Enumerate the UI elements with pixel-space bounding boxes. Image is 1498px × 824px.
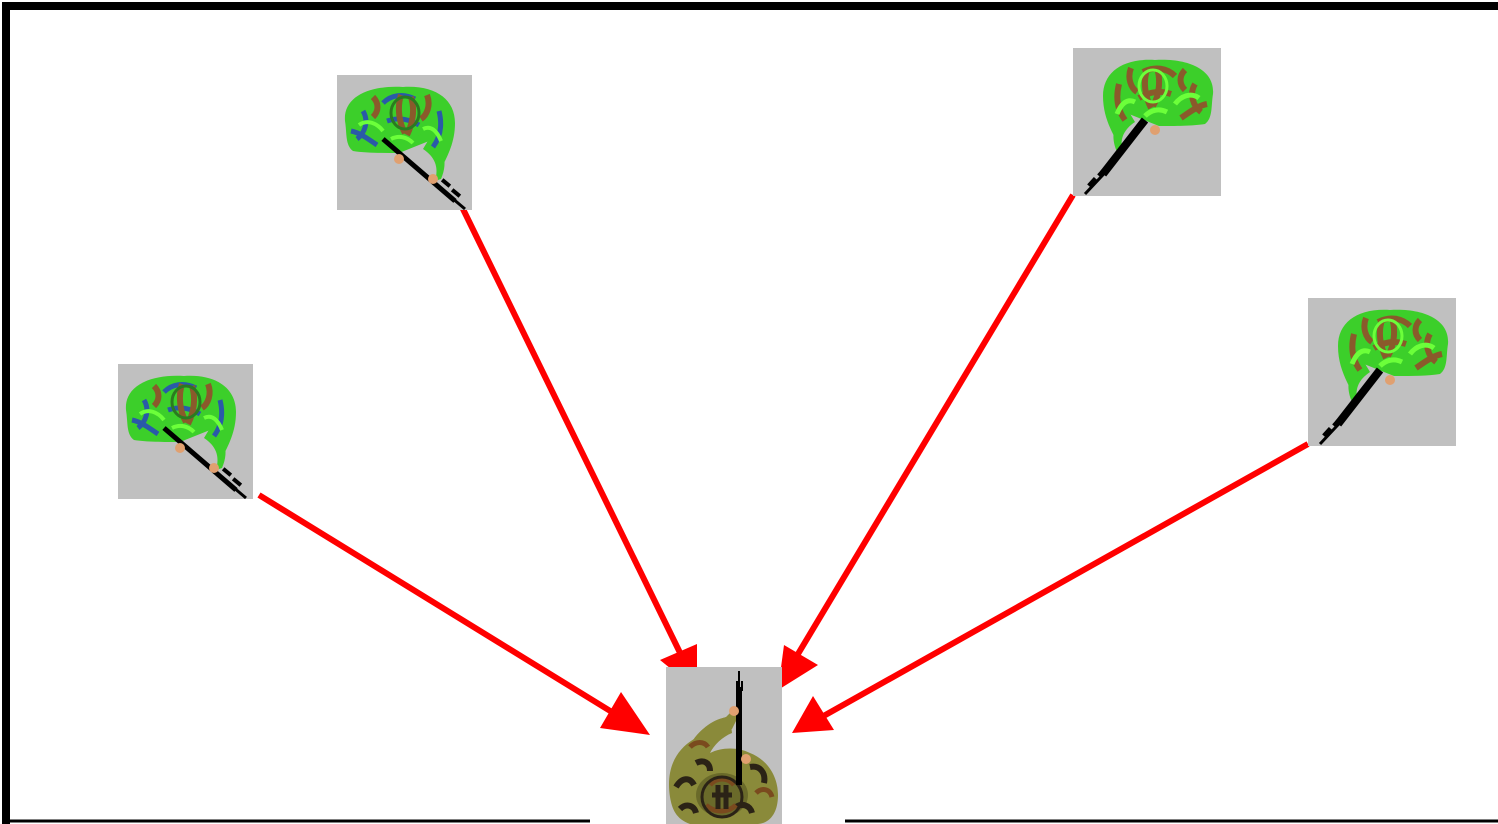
soldier-top-view-icon <box>669 671 778 824</box>
soldier-top-view-icon <box>125 375 247 500</box>
fire-arrows <box>257 193 1310 735</box>
arrow-enemy-2 <box>459 205 697 690</box>
enemy-soldier-1 <box>118 364 253 500</box>
enemy-soldier-4 <box>1308 298 1456 446</box>
arrow-enemy-4 <box>792 441 1310 733</box>
soldier-top-view-icon <box>344 86 466 211</box>
arrow-enemy-3 <box>778 193 1076 690</box>
arrow-enemy-1 <box>257 492 650 735</box>
soldier-top-view-icon <box>1318 309 1449 446</box>
enemy-soldier-2 <box>337 75 472 211</box>
friendly-soldier <box>666 667 782 824</box>
soldier-top-view-icon <box>1083 59 1214 196</box>
enemy-soldier-3 <box>1073 48 1221 196</box>
